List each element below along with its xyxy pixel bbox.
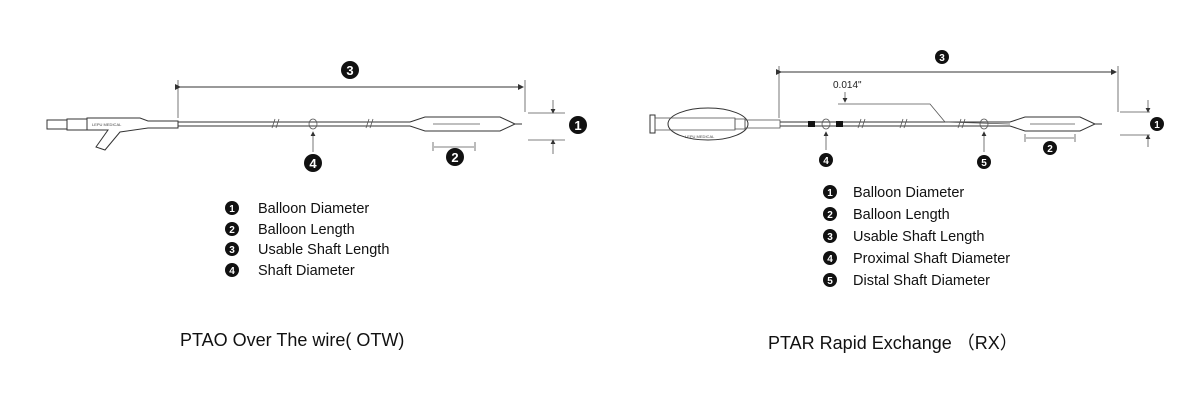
svg-text:1: 1 xyxy=(574,118,581,133)
legend-item: 4 Proximal Shaft Diameter xyxy=(823,251,1010,267)
svg-text:3: 3 xyxy=(229,245,235,256)
svg-text:2: 2 xyxy=(1047,144,1053,155)
svg-text:1: 1 xyxy=(1154,120,1160,131)
svg-text:Usable Shaft Length: Usable Shaft Length xyxy=(853,229,984,245)
svg-text:Balloon Diameter: Balloon Diameter xyxy=(258,201,369,217)
rx-marker-5: 5 xyxy=(977,155,991,169)
svg-text:3: 3 xyxy=(827,232,833,243)
svg-text:Balloon Length: Balloon Length xyxy=(258,222,355,238)
rx-legend: 1 Balloon Diameter 2 Balloon Length 3 Usabl… xyxy=(823,185,1010,289)
legend-item: 3 Usable Shaft Length xyxy=(225,242,389,258)
svg-text:Usable Shaft Length: Usable Shaft Length xyxy=(258,242,389,258)
otw-marker-2: 2 xyxy=(446,148,464,166)
brand-label: LEPU MEDICAL xyxy=(685,134,715,139)
rx-marker-1: 1 xyxy=(1150,117,1164,131)
svg-text:2: 2 xyxy=(451,150,458,165)
brand-label: LEPU MEDICAL xyxy=(92,122,122,127)
rx-marker-3: 3 xyxy=(935,50,949,64)
svg-text:4: 4 xyxy=(827,254,833,265)
svg-text:Proximal Shaft Diameter: Proximal Shaft Diameter xyxy=(853,251,1010,267)
wire-size-label: 0.014" xyxy=(833,80,862,91)
svg-text:Balloon Length: Balloon Length xyxy=(853,207,950,223)
rx-dimensions xyxy=(776,66,1151,152)
svg-text:4: 4 xyxy=(229,266,235,277)
svg-text:2: 2 xyxy=(229,225,235,236)
svg-text:Balloon Diameter: Balloon Diameter xyxy=(853,185,964,201)
otw-marker-1: 1 xyxy=(569,116,587,134)
legend-item: 2 Balloon Length xyxy=(823,207,950,223)
legend-item: 3 Usable Shaft Length xyxy=(823,229,984,245)
rx-caption: PTAR Rapid Exchange （RX） xyxy=(768,333,1018,353)
legend-item: 1 Balloon Diameter xyxy=(823,185,964,201)
otw-caption: PTAO Over The wire( OTW) xyxy=(180,330,404,350)
legend-item: 4 Shaft Diameter xyxy=(225,263,355,279)
svg-text:5: 5 xyxy=(981,158,987,169)
rx-marker-4: 4 xyxy=(819,153,833,167)
legend-item: 2 Balloon Length xyxy=(225,222,355,238)
svg-text:Shaft Diameter: Shaft Diameter xyxy=(258,263,355,279)
svg-text:1: 1 xyxy=(827,188,833,199)
svg-text:5: 5 xyxy=(827,276,833,287)
svg-text:Distal Shaft Diameter: Distal Shaft Diameter xyxy=(853,273,990,289)
svg-text:4: 4 xyxy=(823,156,829,167)
svg-text:4: 4 xyxy=(309,156,317,171)
legend-item: 5 Distal Shaft Diameter xyxy=(823,273,990,289)
rx-marker-2: 2 xyxy=(1043,141,1057,155)
otw-legend: 1 Balloon Diameter 2 Balloon Length 3 Usabl… xyxy=(225,201,389,279)
svg-text:1: 1 xyxy=(229,204,235,215)
svg-text:3: 3 xyxy=(346,63,353,78)
rx-catheter: LEPU MEDICAL xyxy=(649,103,1102,141)
svg-text:2: 2 xyxy=(827,210,833,221)
otw-catheter: LEPU MEDICAL xyxy=(46,116,522,151)
otw-dimensions xyxy=(175,80,565,154)
otw-marker-3: 3 xyxy=(341,61,359,79)
legend-item: 1 Balloon Diameter xyxy=(225,201,369,217)
svg-text:3: 3 xyxy=(939,53,945,64)
otw-marker-4: 4 xyxy=(304,154,322,172)
